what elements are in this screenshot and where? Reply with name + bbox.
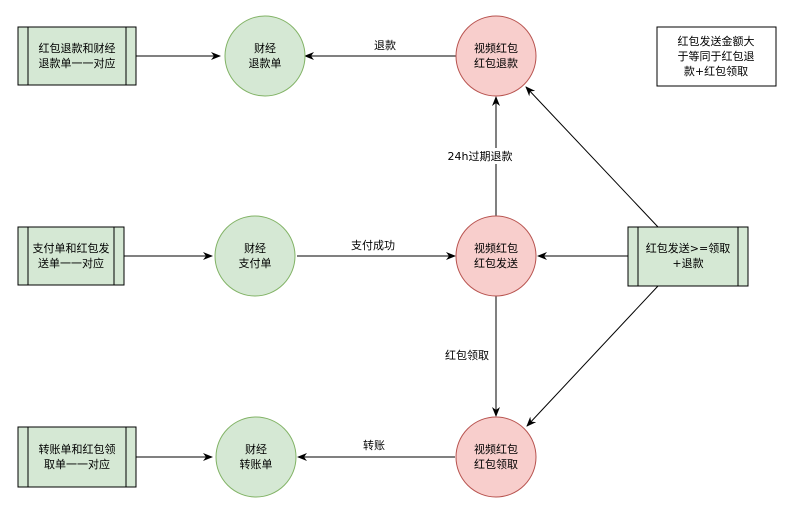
process-box-send-rule-line2: +退款 bbox=[672, 256, 703, 270]
edges bbox=[124, 52, 659, 461]
finance-node-refund-line1: 财经 bbox=[254, 41, 276, 55]
note-box-line1: 红包发送金额大 bbox=[678, 34, 755, 48]
edge-rule-to-refund bbox=[525, 86, 659, 228]
edge-labels: 退款 支付成功 转账 24h过期退款 红包领取 bbox=[343, 37, 520, 453]
redpacket-node-send-line1: 视频红包 bbox=[474, 241, 518, 255]
process-box-pay-match-line1: 支付单和红包发 bbox=[33, 241, 110, 255]
process-box-transfer-match-line2: 取单一一对应 bbox=[44, 457, 110, 471]
process-box-pay-match: 支付单和红包发 送单一一对应 bbox=[17, 226, 125, 286]
redpacket-node-refund-line1: 视频红包 bbox=[474, 41, 518, 55]
edge-label-refund: 退款 bbox=[374, 38, 396, 52]
redpacket-node-claim-line1: 视频红包 bbox=[474, 442, 518, 456]
redpacket-node-send: 视频红包 红包发送 bbox=[455, 215, 537, 297]
redpacket-node-refund: 视频红包 红包退款 bbox=[455, 15, 537, 97]
redpacket-node-claim-line2: 红包领取 bbox=[474, 458, 518, 471]
redpacket-node-refund-line2: 红包退款 bbox=[474, 56, 518, 70]
note-box-line2: 于等同于红包退 bbox=[678, 49, 755, 63]
process-box-pay-match-line2: 送单一一对应 bbox=[38, 256, 104, 270]
finance-node-refund: 财经 退款单 bbox=[224, 15, 306, 97]
process-box-refund-match-line1: 红包退款和财经 bbox=[39, 41, 116, 55]
finance-node-transfer-line2: 转账单 bbox=[240, 457, 273, 471]
process-box-send-rule: 红包发送>=领取 +退款 bbox=[627, 226, 749, 287]
process-box-refund-match-line2: 退款单一一对应 bbox=[39, 56, 116, 70]
note-box: 红包发送金额大 于等同于红包退 款+红包领取 bbox=[656, 26, 777, 87]
note-box-line3: 款+红包领取 bbox=[684, 64, 748, 78]
finance-node-pay: 财经 支付单 bbox=[214, 215, 296, 297]
edge-label-transfer: 转账 bbox=[363, 438, 385, 452]
redpacket-node-claim: 视频红包 红包领取 bbox=[455, 416, 537, 498]
finance-node-refund-line2: 退款单 bbox=[249, 56, 282, 70]
edge-rule-to-claim bbox=[526, 285, 659, 427]
finance-node-pay-line1: 财经 bbox=[244, 241, 266, 255]
redpacket-node-send-line2: 红包发送 bbox=[474, 256, 518, 270]
edge-label-pay-success: 支付成功 bbox=[351, 239, 395, 252]
process-box-refund-match: 红包退款和财经 退款单一一对应 bbox=[17, 26, 137, 86]
finance-node-pay-line2: 支付单 bbox=[239, 257, 272, 270]
finance-node-transfer: 财经 转账单 bbox=[215, 416, 297, 498]
process-box-transfer-match: 转账单和红包领 取单一一对应 bbox=[17, 426, 137, 488]
finance-node-transfer-line1: 财经 bbox=[245, 442, 267, 456]
process-box-transfer-match-line1: 转账单和红包领 bbox=[39, 442, 116, 456]
edge-label-expire-refund: 24h过期退款 bbox=[448, 149, 513, 163]
process-box-send-rule-line1: 红包发送>=领取 bbox=[646, 241, 730, 255]
edge-label-claim: 红包领取 bbox=[445, 349, 489, 362]
